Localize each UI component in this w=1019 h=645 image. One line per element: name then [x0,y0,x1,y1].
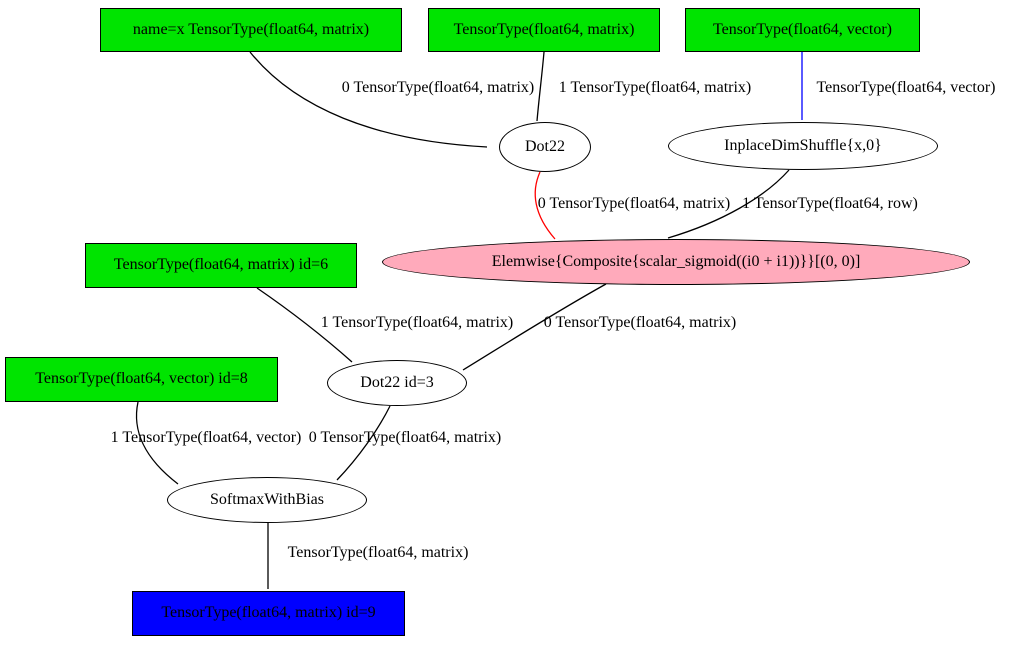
node-dot22: Dot22 [499,122,591,172]
node-input-w: TensorType(float64, matrix) [428,8,660,52]
node-dot22-id3-label: Dot22 id=3 [360,373,434,391]
node-elemwise-sigmoid: Elemwise{Composite{scalar_sigmoid((i0 + … [382,239,970,285]
edge-label-softmax-to-output: TensorType(float64, matrix) [287,544,469,561]
node-input-id8: TensorType(float64, vector) id=8 [5,357,278,402]
edge-label-x-to-dot22: 0 TensorType(float64, matrix) [341,79,535,96]
edge-label-id6-to-dot3: 1 TensorType(float64, matrix) [320,314,514,331]
node-input-x-label: name=x TensorType(float64, matrix) [132,20,370,38]
node-dot22-id3: Dot22 id=3 [327,360,467,406]
edge-label-id8-to-softmax: 1 TensorType(float64, vector) [110,429,302,446]
edge-label-elemwise-to-dot3: 0 TensorType(float64, matrix) [543,314,737,331]
node-inplacedimshuffle-label: InplaceDimShuffle{x,0} [724,136,882,154]
node-input-b-label: TensorType(float64, vector) [712,20,893,38]
node-input-id6: TensorType(float64, matrix) id=6 [85,243,357,288]
edge-label-dimshuffle-to-elemwise: 1 TensorType(float64, row) [742,195,918,212]
edge-label-dot22-to-elemwise: 0 TensorType(float64, matrix) [537,195,731,212]
node-softmaxwithbias: SoftmaxWithBias [167,477,367,523]
node-inplacedimshuffle: InplaceDimShuffle{x,0} [668,122,938,170]
node-elemwise-sigmoid-label: Elemwise{Composite{scalar_sigmoid((i0 + … [491,252,861,270]
edge-w-to-dot22 [536,51,545,122]
node-softmaxwithbias-label: SoftmaxWithBias [209,490,324,508]
edge-label-dot3-to-softmax: 0 TensorType(float64, matrix) [308,429,502,446]
node-input-b: TensorType(float64, vector) [685,8,920,52]
node-output-id9-label: TensorType(float64, matrix) id=9 [161,604,376,622]
node-output-id9: TensorType(float64, matrix) id=9 [132,591,405,636]
edge-x-to-dot22 [249,51,488,148]
node-input-id8-label: TensorType(float64, vector) id=8 [35,370,248,388]
node-dot22-label: Dot22 [525,137,565,155]
node-input-id6-label: TensorType(float64, matrix) id=6 [113,256,329,274]
edge-label-w-to-dot22: 1 TensorType(float64, matrix) [558,79,752,96]
edge-label-b-to-dimshuffle: TensorType(float64, vector) [816,79,996,96]
node-input-x: name=x TensorType(float64, matrix) [100,8,402,52]
node-input-w-label: TensorType(float64, matrix) [453,20,635,38]
